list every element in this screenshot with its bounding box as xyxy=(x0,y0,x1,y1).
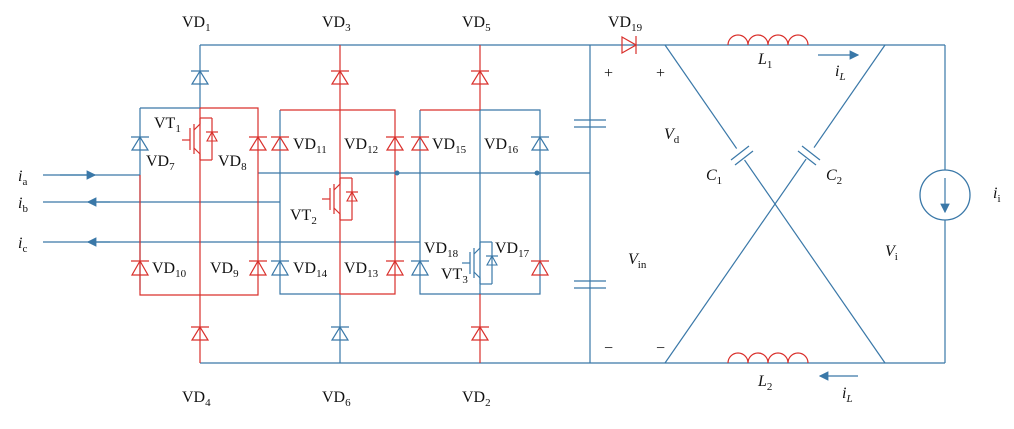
current-source-ii xyxy=(919,169,971,221)
plus-left: + xyxy=(604,65,613,82)
minus-right: − xyxy=(656,340,665,357)
diode-vd4 xyxy=(190,325,210,341)
label-vd6: VD6 xyxy=(322,389,351,409)
diode-vd16 xyxy=(530,135,550,151)
label-vd2: VD2 xyxy=(462,389,491,409)
diode-vd10 xyxy=(130,259,150,276)
igbt-vt2 xyxy=(322,177,358,221)
minus-left: − xyxy=(604,340,613,357)
plus-right: + xyxy=(656,65,665,82)
label-vt3: VT3 xyxy=(441,266,468,286)
label-vd16: VD16 xyxy=(484,136,519,156)
diode-vd7 xyxy=(130,135,150,151)
label-vd7: VD7 xyxy=(146,153,175,173)
diode-vd13 xyxy=(385,259,405,276)
label-ii: ii xyxy=(993,185,1001,205)
diode-vd17 xyxy=(530,259,550,276)
label-vd-voltage: Vd xyxy=(664,126,680,146)
diode-vd9 xyxy=(248,259,268,276)
label-vd18: VD18 xyxy=(424,240,459,260)
label-vd15: VD15 xyxy=(432,136,467,156)
diode-vd5 xyxy=(470,69,490,85)
diode-vd19 xyxy=(621,35,638,55)
diode-vd15 xyxy=(410,135,430,151)
diode-vd14 xyxy=(270,259,290,276)
diode-vd6 xyxy=(330,325,350,341)
diode-vd8 xyxy=(248,135,268,151)
label-vd19: VD19 xyxy=(608,14,643,34)
label-l2: L2 xyxy=(757,373,772,393)
label-vd17: VD17 xyxy=(495,240,530,260)
blue-wiring xyxy=(43,44,946,364)
igbt-vt3 xyxy=(462,241,498,285)
inductor-l2 xyxy=(727,352,809,364)
inductor-l1 xyxy=(727,34,809,46)
label-ia: ia xyxy=(18,168,27,188)
junction-dot xyxy=(534,170,540,176)
label-l1: L1 xyxy=(757,51,772,71)
input-arrows xyxy=(60,170,110,247)
capacitor-c1 xyxy=(727,141,755,167)
junction-dot xyxy=(394,170,400,176)
label-il-bottom: iL xyxy=(842,385,853,405)
label-vd14: VD14 xyxy=(293,260,328,280)
label-vd8: VD8 xyxy=(218,153,247,173)
label-vd1: VD1 xyxy=(182,14,211,34)
label-vd4: VD4 xyxy=(182,389,211,409)
label-c2: C2 xyxy=(826,167,842,187)
label-vd11: VD11 xyxy=(293,136,327,156)
diode-vd18 xyxy=(410,259,430,276)
diode-vd11 xyxy=(270,135,290,151)
label-vi: Vi xyxy=(885,243,898,263)
capacitor-c2 xyxy=(797,141,825,167)
igbt-vt1 xyxy=(182,117,218,161)
label-il-top: iL xyxy=(835,63,846,83)
label-vin: Vin xyxy=(628,251,647,271)
label-vd9: VD9 xyxy=(210,260,239,280)
label-vd10: VD10 xyxy=(152,260,187,280)
diode-vd3 xyxy=(330,69,350,85)
diode-vd12 xyxy=(385,135,405,151)
diode-vd1 xyxy=(190,69,210,85)
label-vt2: VT2 xyxy=(290,207,317,227)
label-vd5: VD5 xyxy=(462,14,491,34)
label-vd13: VD13 xyxy=(344,260,379,280)
red-wiring xyxy=(139,45,481,363)
label-c1: C1 xyxy=(706,167,722,187)
label-ib: ib xyxy=(18,195,28,215)
label-vt1: VT1 xyxy=(154,115,181,135)
label-ic: ic xyxy=(18,235,27,255)
label-vd12: VD12 xyxy=(344,136,378,156)
diode-vd2 xyxy=(470,325,490,341)
labels: VD1 VD3 VD5 VD19 VD4 VD6 VD2 VT1 VD7 VD8… xyxy=(18,14,1001,409)
label-vd3: VD3 xyxy=(322,14,351,34)
